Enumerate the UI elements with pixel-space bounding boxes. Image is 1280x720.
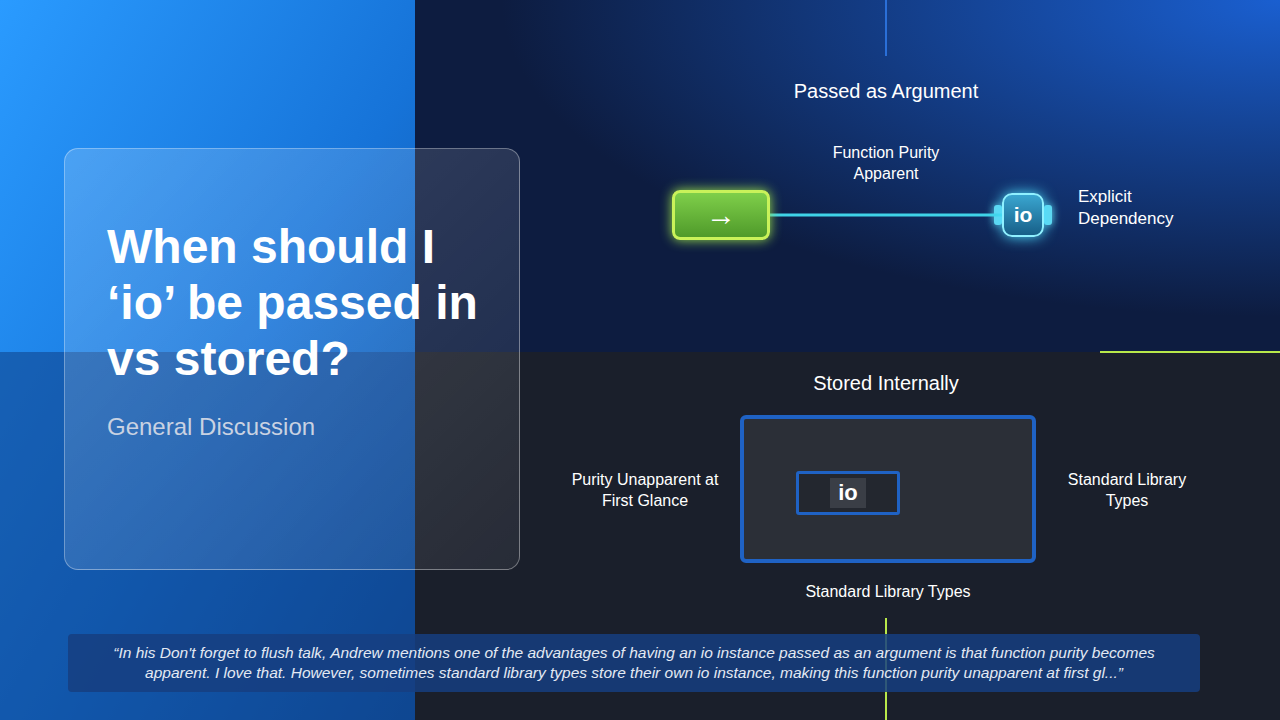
annotation-label: Passed as Argument xyxy=(736,78,1036,104)
annotation-label: Explicit Dependency xyxy=(1078,186,1198,230)
node-text: io xyxy=(830,478,866,508)
node-text: Standard Library Types xyxy=(744,583,1032,601)
arrow-box: → xyxy=(672,190,770,240)
caption-band: “In his Don't forget to flush talk, Andr… xyxy=(68,634,1200,692)
io-chip: io xyxy=(1002,193,1044,237)
annotation-label: Stored Internally xyxy=(736,370,1036,396)
annotation-label: Purity Unapparent at First Glance xyxy=(560,470,730,512)
node-text: → xyxy=(706,200,736,230)
stored-box: Standard Library Typesio xyxy=(740,415,1036,563)
caption-text: “In his Don't forget to flush talk, Andr… xyxy=(82,643,1186,683)
node-text: io xyxy=(1014,203,1033,227)
annotation-label: Function Purity Apparent xyxy=(806,143,966,185)
connector-line xyxy=(770,214,1002,217)
annotation-label: Standard Library Types xyxy=(1062,470,1192,512)
node-text: When should I ‘io’ be passed in vs store… xyxy=(107,219,487,387)
glass-card: When should I ‘io’ be passed in vs store… xyxy=(64,148,520,570)
inner-io-box: io xyxy=(796,471,900,515)
node-subtext: General Discussion xyxy=(107,413,489,441)
